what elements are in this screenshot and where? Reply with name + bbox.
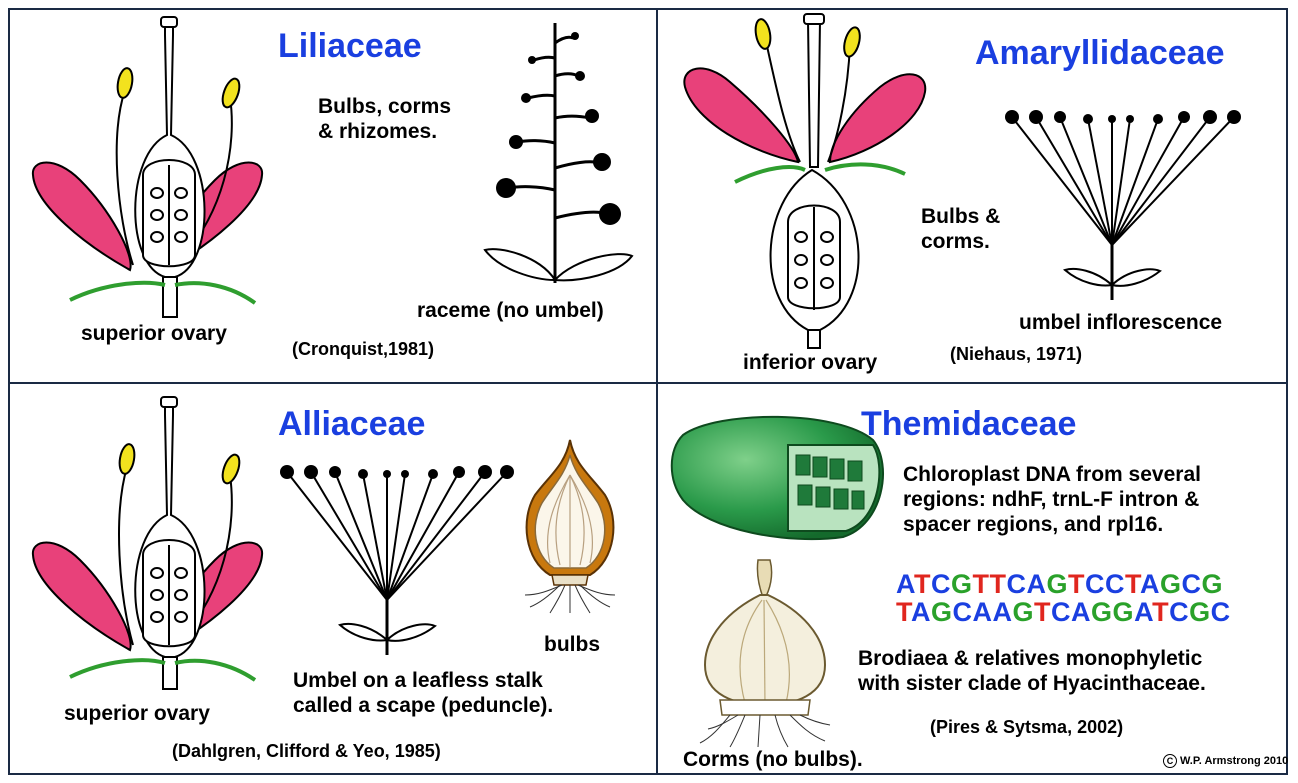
storage-organs-amaryllidaceae: Bulbs & corms. <box>921 204 1000 254</box>
dna-base-A: A <box>1134 597 1152 627</box>
dna-base-A: A <box>1140 569 1160 599</box>
inflorescence-label-liliaceae: raceme (no umbel) <box>417 298 604 323</box>
family-title-liliaceae: Liliaceae <box>278 26 422 67</box>
family-title-themidaceae: Themidaceae <box>861 404 1076 445</box>
dna-base-C: C <box>953 597 973 627</box>
citation-amaryllidaceae: (Niehaus, 1971) <box>950 344 1082 366</box>
dna-base-A: A <box>896 569 914 599</box>
scape-umbel-drawing <box>275 460 520 660</box>
horizontal-divider <box>8 382 1288 384</box>
family-title-amaryllidaceae: Amaryllidaceae <box>975 33 1225 74</box>
vertical-divider <box>656 8 658 775</box>
ovary-label-liliaceae: superior ovary <box>81 321 227 346</box>
ovary-label-alliaceae: superior ovary <box>64 701 210 726</box>
dna-base-T: T <box>973 569 990 599</box>
dna-note-themidaceae: Chloroplast DNA from several regions: nd… <box>903 462 1201 538</box>
dna-base-T: T <box>914 569 931 599</box>
dna-base-G: G <box>1202 569 1224 599</box>
corm-drawing <box>690 555 840 750</box>
dna-base-T: T <box>990 569 1007 599</box>
dna-base-G: G <box>1091 597 1113 627</box>
storage-organs-liliaceae: Bulbs, corms & rhizomes. <box>318 94 451 144</box>
dna-base-G: G <box>1113 597 1135 627</box>
dna-base-G: G <box>1189 597 1211 627</box>
dna-base-C: C <box>1051 597 1071 627</box>
dna-base-G: G <box>1160 569 1182 599</box>
bulb-label-alliaceae: bulbs <box>544 632 600 657</box>
inflorescence-label-amaryllidaceae: umbel inflorescence <box>1019 310 1222 335</box>
dna-base-G: G <box>1013 597 1035 627</box>
dna-base-T: T <box>896 597 911 627</box>
dna-base-A: A <box>993 597 1013 627</box>
umbel-note-alliaceae: Umbel on a leafless stalk called a scape… <box>293 668 553 718</box>
monophyly-note-themidaceae: Brodiaea & relatives monophyletic with s… <box>858 646 1206 696</box>
dna-base-A: A <box>911 597 931 627</box>
umbel-inflorescence-drawing <box>1000 105 1250 305</box>
chloroplast-drawing <box>668 405 893 545</box>
dna-base-C: C <box>1211 597 1231 627</box>
dna-base-G: G <box>931 597 953 627</box>
family-title-alliaceae: Alliaceae <box>278 404 425 445</box>
dna-base-T: T <box>1125 569 1140 599</box>
dna-base-G: G <box>1047 569 1069 599</box>
dna-base-A: A <box>1071 597 1091 627</box>
dna-base-C: C <box>1182 569 1202 599</box>
dna-base-C: C <box>931 569 951 599</box>
dna-base-C: C <box>1007 569 1027 599</box>
citation-themidaceae: (Pires & Sytsma, 2002) <box>930 717 1123 739</box>
credit-text: W.P. Armstrong 2010 <box>1180 755 1288 767</box>
dna-base-C: C <box>1169 597 1189 627</box>
corm-label-themidaceae: Corms (no bulbs). <box>683 747 863 772</box>
dna-base-A: A <box>973 597 993 627</box>
dna-sequence-bottom-strand: TAGCAAGTCAGGATCGC <box>896 596 1231 628</box>
dna-base-T: T <box>1068 569 1085 599</box>
copyright-icon: C <box>1163 754 1177 768</box>
raceme-inflorescence-drawing <box>480 18 640 298</box>
citation-liliaceae: (Cronquist,1981) <box>292 339 434 361</box>
onion-bulb-drawing <box>520 435 620 615</box>
dna-base-A: A <box>1027 569 1047 599</box>
citation-alliaceae: (Dahlgren, Clifford & Yeo, 1985) <box>172 741 441 763</box>
dna-base-G: G <box>951 569 973 599</box>
ovary-label-amaryllidaceae: inferior ovary <box>743 350 877 375</box>
dna-base-C: C <box>1085 569 1105 599</box>
dna-base-T: T <box>1034 597 1051 627</box>
dna-base-T: T <box>1152 597 1169 627</box>
inferior-ovary-flower-drawing <box>680 12 930 352</box>
superior-ovary-flower-drawing <box>25 395 265 695</box>
dna-base-C: C <box>1105 569 1125 599</box>
superior-ovary-flower-drawing <box>25 15 265 325</box>
